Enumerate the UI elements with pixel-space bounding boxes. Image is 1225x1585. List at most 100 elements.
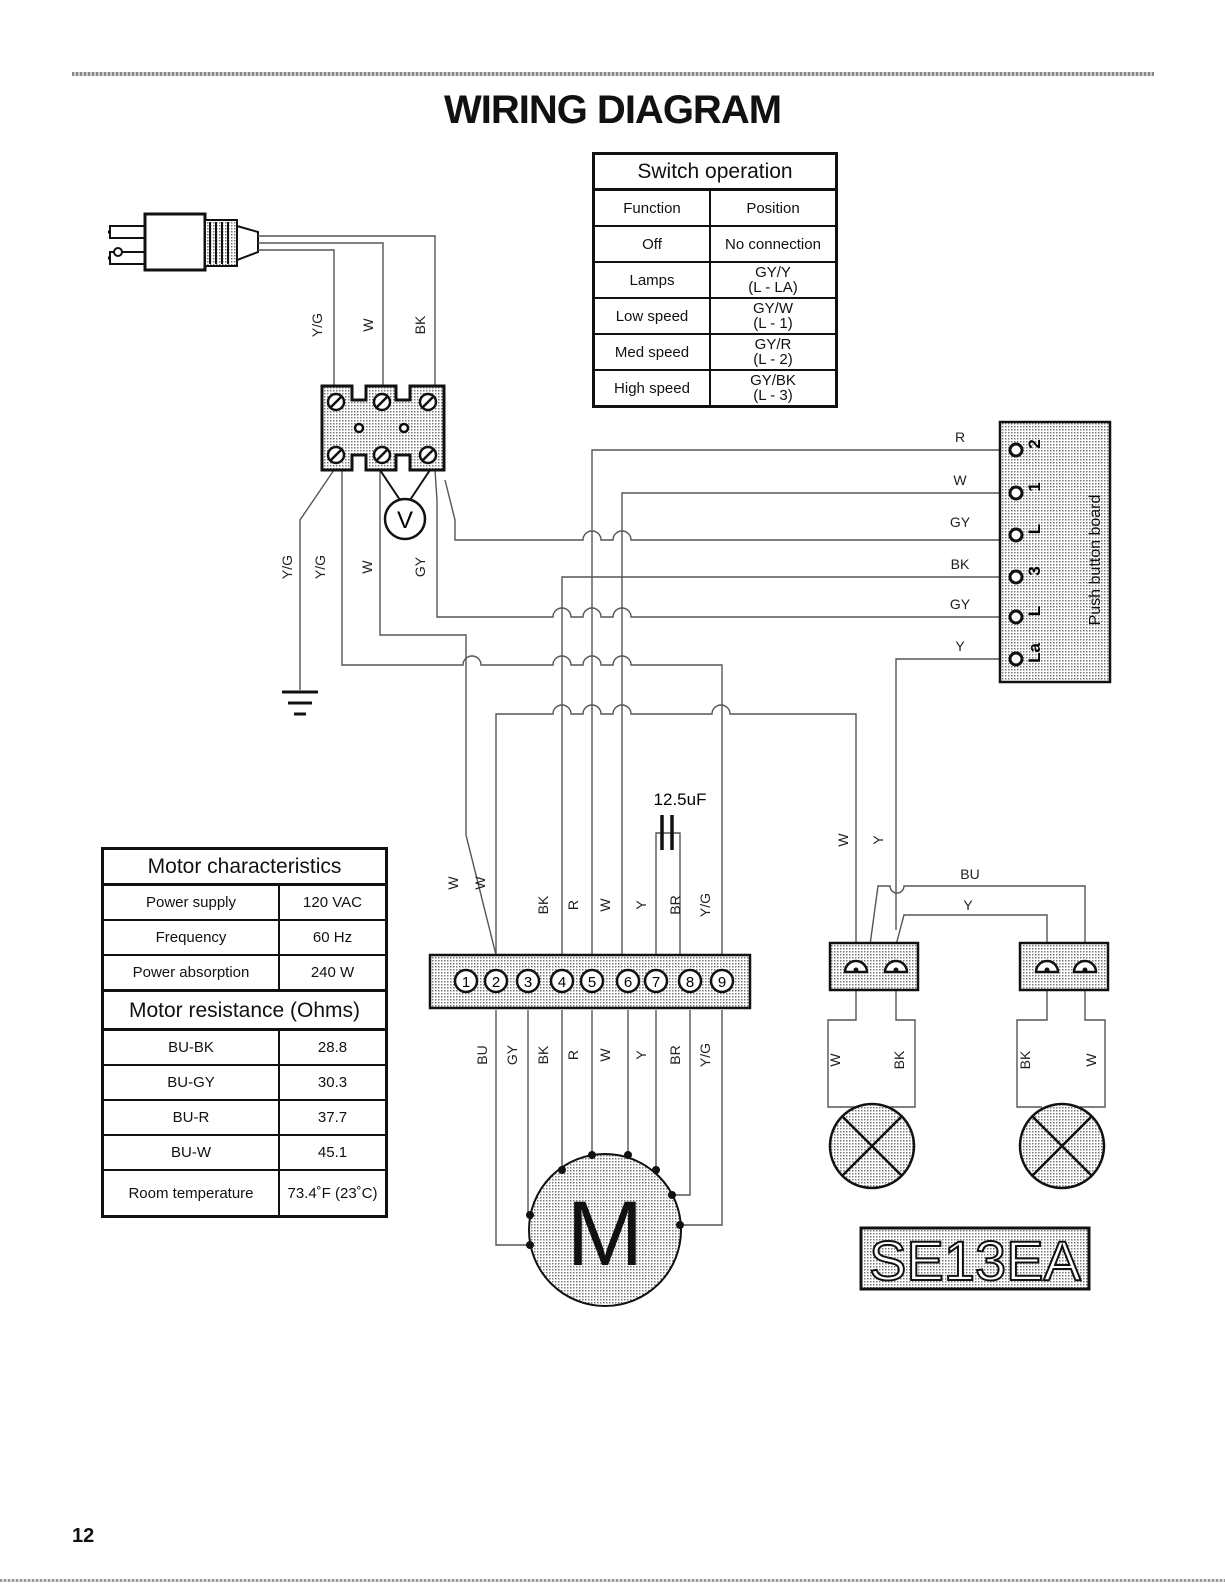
wire-label-lamp2: BK bbox=[1017, 1050, 1033, 1069]
switch-function: High speed bbox=[592, 369, 711, 408]
motor-label: M bbox=[567, 1183, 644, 1285]
wire-label-terminal-top: R bbox=[565, 900, 581, 910]
board-wire-label: W bbox=[953, 472, 967, 488]
motor-value: 240 W bbox=[278, 954, 388, 992]
wire-label-lamp1: W bbox=[827, 1053, 843, 1067]
strip-terminal bbox=[483, 968, 509, 994]
wire-label-lamp2: W bbox=[1083, 1053, 1099, 1067]
board-terminal bbox=[1008, 527, 1024, 543]
board-terminal bbox=[1008, 569, 1024, 585]
strip-terminal-number: 8 bbox=[686, 974, 694, 991]
strip-terminal bbox=[677, 968, 703, 994]
switch-position: GY/BK(L - 3) bbox=[709, 369, 838, 408]
strip-terminal bbox=[579, 968, 605, 994]
strip-terminal bbox=[709, 968, 735, 994]
board-pin-label: 1 bbox=[1025, 482, 1044, 491]
page-title: WIRING DIAGRAM bbox=[443, 88, 782, 132]
switch-row: High speed GY/BK(L - 3) bbox=[592, 369, 838, 408]
terminal-block-top bbox=[320, 384, 446, 472]
resistance-label: Room temperature bbox=[101, 1169, 280, 1218]
resistance-value: 73.4˚F (23˚C) bbox=[278, 1169, 388, 1218]
wire-label-terminal-top: Y/G bbox=[697, 893, 713, 917]
lamp-1-icon bbox=[828, 1102, 916, 1190]
strip-terminal-number: 2 bbox=[492, 974, 500, 991]
strip-terminal bbox=[549, 968, 575, 994]
wire-label-cord: W bbox=[360, 318, 376, 332]
board-wire-label: GY bbox=[950, 596, 971, 612]
switch-table-title: Switch operation bbox=[592, 152, 838, 191]
resistance-label: BU-GY bbox=[101, 1064, 280, 1101]
wires bbox=[258, 235, 1106, 1246]
switch-row: Lamps GY/Y(L - LA) bbox=[592, 261, 838, 299]
switch-row: Off No connection bbox=[592, 225, 838, 263]
wire-label-block-out: Y/G bbox=[279, 555, 295, 579]
wire-label-terminal-bottom: Y/G bbox=[697, 1043, 713, 1067]
capacitor-label: 12.5uF bbox=[654, 790, 707, 809]
board-pin-label: L bbox=[1025, 606, 1044, 616]
wire-label-block-out: GY bbox=[412, 556, 428, 577]
motor-label: Power absorption bbox=[101, 954, 280, 992]
board-pin-label: L bbox=[1025, 524, 1044, 534]
motor-table-title: Motor characteristics bbox=[101, 847, 388, 886]
board-wire-label: BK bbox=[951, 556, 970, 572]
switch-function: Low speed bbox=[592, 297, 711, 335]
switch-position: No connection bbox=[709, 225, 838, 263]
wire-label-terminal-top: Y bbox=[633, 900, 649, 910]
board-terminal bbox=[1008, 485, 1024, 501]
capacitor-icon: 12.5uF bbox=[654, 790, 707, 850]
wire-label-block-out: W bbox=[359, 560, 375, 574]
lamp-socket-2 bbox=[1018, 941, 1110, 992]
wire-label-terminal-bottom: BK bbox=[535, 1045, 551, 1064]
wire-label-lamp1: BK bbox=[891, 1050, 907, 1069]
wire-label-lamp-feed: W bbox=[835, 833, 851, 847]
wire-label-terminal-top: W bbox=[445, 876, 461, 890]
switch-position: GY/R(L - 2) bbox=[709, 333, 838, 371]
board-pin-label: 3 bbox=[1025, 566, 1044, 575]
wire-label-block-out: Y/G bbox=[312, 555, 328, 579]
motor-label: Power supply bbox=[101, 883, 280, 921]
resistance-label: BU-W bbox=[101, 1134, 280, 1171]
wire-label-terminal-bottom: GY bbox=[504, 1044, 520, 1065]
wire-label-terminal-bottom: BU bbox=[474, 1045, 490, 1064]
motor-icon: M bbox=[526, 1151, 684, 1307]
board-wire-label: Y bbox=[955, 638, 965, 654]
resistance-title: Motor resistance (Ohms) bbox=[101, 989, 388, 1031]
resistance-value: 28.8 bbox=[278, 1028, 388, 1066]
wire-label-cord: Y/G bbox=[309, 313, 325, 337]
switch-function: Off bbox=[592, 225, 711, 263]
power-plug-icon bbox=[108, 212, 259, 272]
strip-terminal-number: 6 bbox=[624, 974, 632, 991]
board-pin-label: 2 bbox=[1025, 439, 1044, 448]
switch-position: GY/W(L - 1) bbox=[709, 297, 838, 335]
resistance-value: 30.3 bbox=[278, 1064, 388, 1101]
board-terminal bbox=[1008, 651, 1024, 667]
board-pin-label: La bbox=[1025, 643, 1044, 663]
model-label: SE13EA bbox=[869, 1229, 1081, 1292]
switch-row: Med speed GY/R(L - 2) bbox=[592, 333, 838, 371]
motor-value: 120 VAC bbox=[278, 883, 388, 921]
strip-terminal-number: 3 bbox=[524, 974, 532, 991]
wire-label-lamp-bus: Y bbox=[963, 897, 973, 913]
strip-terminal-number: 4 bbox=[558, 974, 566, 991]
wire-label-terminal-bottom: BR bbox=[667, 1045, 683, 1064]
resistance-label: BU-R bbox=[101, 1099, 280, 1136]
wire-label-terminal-top: W bbox=[472, 876, 488, 890]
wire-label-terminal-top: BK bbox=[535, 895, 551, 914]
header-function: Function bbox=[592, 188, 711, 227]
lamp-2-icon bbox=[1018, 1102, 1106, 1190]
voltmeter-icon: V bbox=[379, 469, 431, 541]
wire-label-terminal-top: W bbox=[597, 898, 613, 912]
page-number: 12 bbox=[72, 1525, 95, 1547]
motor-value: 60 Hz bbox=[278, 919, 388, 956]
wire-label-terminal-top: BR bbox=[667, 895, 683, 914]
